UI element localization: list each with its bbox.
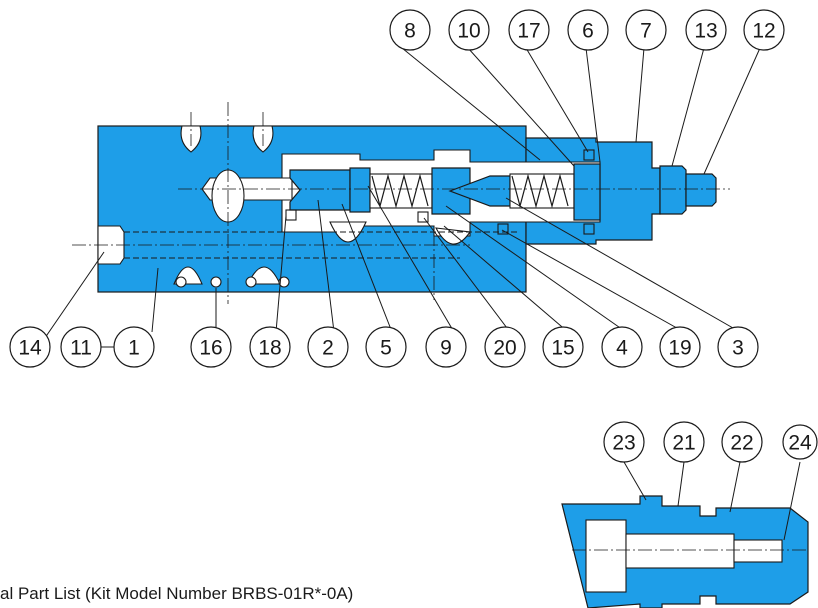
- detail-assembly: [561, 495, 809, 608]
- seal-ring: [245, 276, 257, 288]
- balloon-label: 22: [730, 432, 753, 455]
- main-valve-assembly: [72, 102, 730, 304]
- balloon-10: 10: [448, 9, 490, 51]
- balloon-18: 18: [249, 326, 291, 368]
- balloon-label: 1: [128, 337, 140, 360]
- balloon-label: 24: [788, 432, 812, 455]
- balloon-8: 8: [389, 9, 431, 51]
- balloon-16: 16: [190, 326, 232, 368]
- balloon-label: 5: [380, 337, 392, 360]
- balloon-12: 12: [743, 9, 785, 51]
- balloon-4: 4: [601, 326, 643, 368]
- balloon-label: 4: [616, 337, 628, 360]
- balloon-1: 1: [113, 326, 155, 368]
- balloon-3: 3: [717, 326, 759, 368]
- balloon-label: 14: [18, 337, 42, 360]
- part-list-caption: al Part List (Kit Model Number BRBS-01R*…: [0, 584, 354, 603]
- balloon-21: 21: [663, 421, 705, 463]
- leader-lines: [37, 47, 801, 541]
- balloon-14: 14: [9, 326, 51, 368]
- seal-ring: [210, 276, 222, 288]
- balloon-23: 23: [603, 421, 645, 463]
- balloon-9: 9: [425, 326, 467, 368]
- seal-ring: [175, 276, 187, 288]
- balloon-11: 11: [60, 326, 102, 368]
- balloon-label: 21: [672, 432, 695, 455]
- drain-port: [329, 221, 367, 243]
- adjusting-screw: [685, 173, 717, 207]
- balloon-label: 9: [440, 337, 452, 360]
- o-ring: [583, 149, 595, 161]
- pilot-spring: [511, 173, 569, 209]
- balloon-label: 13: [694, 20, 717, 43]
- balloon-label: 16: [199, 337, 222, 360]
- balloon-label: 6: [582, 20, 594, 43]
- balloon-2: 2: [307, 326, 349, 368]
- o-ring: [497, 223, 509, 235]
- o-ring: [417, 211, 429, 223]
- balloon-label: 7: [640, 20, 652, 43]
- balloon-label: 15: [551, 337, 574, 360]
- balloon-15: 15: [542, 326, 584, 368]
- balloon-label: 23: [612, 432, 635, 455]
- balloon-label: 10: [457, 20, 480, 43]
- balloon-label: 18: [258, 337, 281, 360]
- detail-stem: [625, 533, 735, 569]
- cap-nut: [659, 165, 687, 215]
- sleeve: [349, 167, 371, 213]
- balloon-13: 13: [685, 9, 727, 51]
- detail-insert: [733, 539, 783, 563]
- balloon-19: 19: [659, 326, 701, 368]
- o-ring: [285, 209, 297, 221]
- balloon-label: 3: [732, 337, 744, 360]
- balloon-label: 12: [752, 20, 775, 43]
- spring-guide: [573, 163, 601, 221]
- balloon-22: 22: [721, 421, 763, 463]
- seal-ring: [278, 276, 290, 288]
- balloon-label: 17: [517, 20, 540, 43]
- balloon-17: 17: [508, 9, 550, 51]
- balloon-20: 20: [484, 326, 526, 368]
- balloon-7: 7: [625, 9, 667, 51]
- balloon-label: 8: [404, 20, 416, 43]
- detail-bore: [585, 519, 627, 593]
- balloon-24: 24: [782, 424, 818, 460]
- balloon-label: 11: [70, 337, 92, 360]
- balloon-label: 19: [668, 337, 691, 360]
- o-ring: [583, 223, 595, 235]
- spring: [371, 173, 429, 209]
- balloon-label: 2: [322, 337, 334, 360]
- balloon-6: 6: [567, 9, 609, 51]
- balloon-5: 5: [365, 326, 407, 368]
- spring-chamber: [369, 173, 433, 209]
- balloon-label: 20: [493, 337, 516, 360]
